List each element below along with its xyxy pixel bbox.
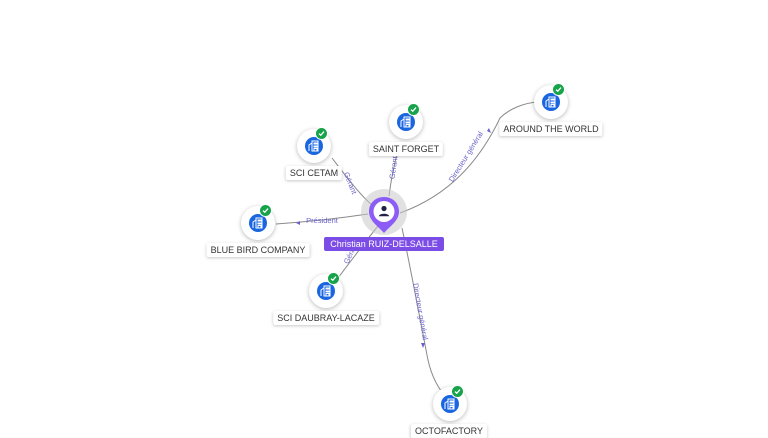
node-label: OCTOFACTORY bbox=[410, 424, 488, 438]
arrow-icon bbox=[421, 343, 425, 348]
node-label: SAINT FORGET bbox=[368, 142, 444, 156]
edge-label: Directeur général bbox=[447, 130, 485, 184]
verified-check-icon bbox=[315, 127, 328, 140]
verified-check-icon bbox=[552, 83, 565, 96]
building-icon bbox=[542, 93, 560, 111]
edge-label: Directeur général bbox=[411, 282, 430, 341]
node-person[interactable] bbox=[361, 189, 407, 235]
verified-check-icon bbox=[327, 272, 340, 285]
node-label: AROUND THE WORLD bbox=[499, 122, 603, 136]
node-label: BLUE BIRD COMPANY bbox=[206, 243, 310, 257]
edge-blue-bird-company[interactable]: Président bbox=[275, 213, 369, 225]
node-circle bbox=[433, 385, 467, 421]
node-circle bbox=[389, 103, 423, 139]
edge-label: Président bbox=[306, 216, 339, 225]
person-icon bbox=[369, 197, 399, 233]
arrow-icon bbox=[296, 221, 300, 225]
node-circle bbox=[297, 127, 331, 163]
node-label: SCI CETAM bbox=[285, 166, 343, 180]
edge-label: Gérant bbox=[342, 171, 359, 196]
building-icon bbox=[317, 282, 335, 300]
building-icon bbox=[249, 214, 267, 232]
node-label: SCI DAUBRAY-LACAZE bbox=[273, 311, 379, 325]
node-circle bbox=[241, 204, 275, 240]
node-circle bbox=[309, 272, 343, 308]
arrow-icon bbox=[487, 128, 491, 133]
building-icon bbox=[397, 113, 415, 131]
person-label[interactable]: Christian RUIZ-DELSALLE bbox=[324, 237, 444, 251]
building-icon bbox=[441, 395, 459, 413]
edge-octofactory[interactable]: Directeur général bbox=[401, 227, 449, 399]
verified-check-icon bbox=[259, 204, 272, 217]
verified-check-icon bbox=[451, 385, 464, 398]
node-circle bbox=[534, 83, 568, 119]
verified-check-icon bbox=[407, 103, 420, 116]
edge-label: Gérant bbox=[387, 155, 399, 180]
building-icon bbox=[305, 137, 323, 155]
